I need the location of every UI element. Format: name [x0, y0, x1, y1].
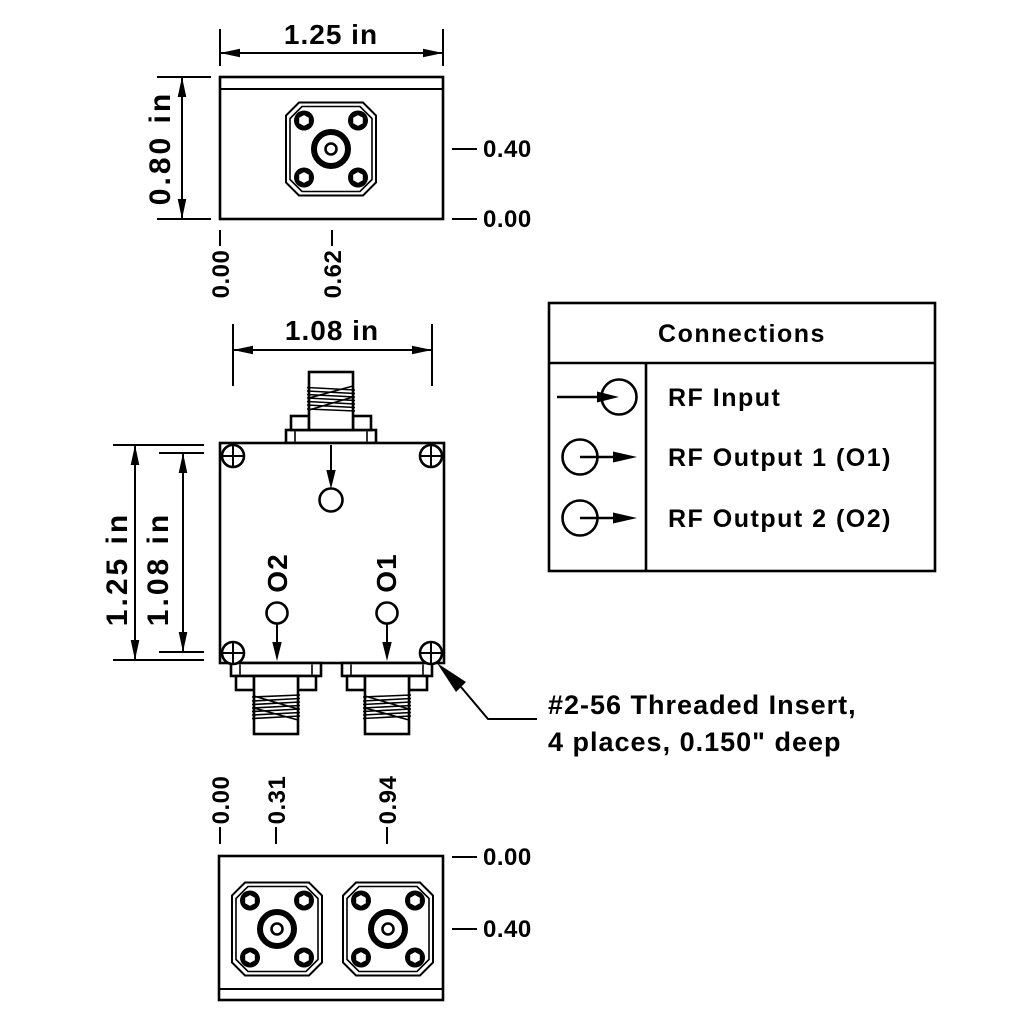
dim-top-height: 0.80 in: [144, 76, 211, 220]
top-view-right-ticks: 0.40 0.00: [452, 136, 532, 233]
dim-label-front-width: 1.08 in: [285, 315, 379, 346]
dim-front-height-outer: 1.25 in: [101, 444, 204, 661]
table-row-label: RF Output 1 (O1): [668, 444, 892, 472]
sma-connector-input: [284, 370, 378, 445]
corner-screw: [418, 640, 444, 666]
dim-front-width: 1.08 in: [232, 315, 433, 386]
tick-label: 0.62: [320, 250, 347, 299]
threaded-insert-note: #2-56 Threaded Insert, 4 places, 0.150" …: [437, 663, 857, 757]
bottom-view: 0.00 0.31 0.94 0.00 0.40: [208, 775, 532, 1002]
rf-input-indicator: [318, 445, 344, 513]
bottom-view-body: [217, 854, 445, 1002]
rf-input-symbol-icon: [557, 378, 638, 416]
note-line-2: 4 places, 0.150" deep: [548, 727, 841, 757]
dim-front-height-inner: 1.08 in: [142, 452, 204, 653]
tick-label: 0.31: [264, 776, 291, 825]
corner-screw: [220, 443, 246, 469]
dim-label-top-height: 0.80 in: [144, 91, 177, 205]
leader-line: [460, 686, 537, 720]
table-row-label: RF Output 2 (O2): [668, 505, 892, 533]
tick-label: 0.00: [483, 206, 532, 233]
corner-screw: [418, 443, 444, 469]
connections-table: Connections RF Input RF Output 1 (O1): [547, 301, 937, 573]
dim-label-front-height-inner: 1.08 in: [142, 512, 175, 626]
dim-top-width: 1.25 in: [219, 19, 444, 66]
table-dividers: [549, 361, 935, 571]
top-view-bottom-ticks: 0.00 0.62: [208, 230, 347, 298]
tick-label: 0.40: [483, 136, 532, 163]
table-border: [547, 301, 937, 573]
front-view: 1.08 in 1.25 in 1.08 in O2: [101, 315, 446, 736]
sma-connector-output2: [229, 661, 323, 736]
output2-label: O2: [262, 553, 293, 592]
table-title: Connections: [658, 320, 826, 348]
tick-label: 0.00: [483, 844, 532, 871]
corner-screw: [220, 640, 246, 666]
rf-output-symbol-icon: [561, 438, 637, 476]
tick-label: 0.40: [483, 916, 532, 943]
bottom-view-top-ticks: 0.00 0.31 0.94: [208, 775, 402, 844]
rf-output2-indicator: O2: [262, 553, 293, 661]
tick-label: 0.00: [208, 776, 235, 825]
table-row-label: RF Input: [668, 384, 781, 412]
table-row: RF Output 1 (O1): [561, 438, 892, 476]
table-row: RF Input: [557, 378, 781, 416]
dim-label-top-width: 1.25 in: [284, 19, 378, 50]
bottom-view-right-ticks: 0.00 0.40: [452, 844, 532, 943]
note-line-1: #2-56 Threaded Insert,: [548, 690, 857, 720]
output1-label: O1: [371, 553, 402, 592]
top-view: 1.25 in 0.80 in 0.40 0.00 0.00 0.62: [144, 19, 532, 298]
rf-output-symbol-icon: [561, 499, 637, 537]
tick-label: 0.00: [208, 250, 235, 299]
dim-label-front-height-outer: 1.25 in: [101, 512, 134, 626]
sma-connector-output1: [340, 661, 434, 736]
tick-label: 0.94: [375, 775, 402, 824]
leader-arrowhead: [437, 663, 466, 692]
rf-output1-indicator: O1: [371, 553, 402, 661]
table-row: RF Output 2 (O2): [561, 499, 892, 537]
